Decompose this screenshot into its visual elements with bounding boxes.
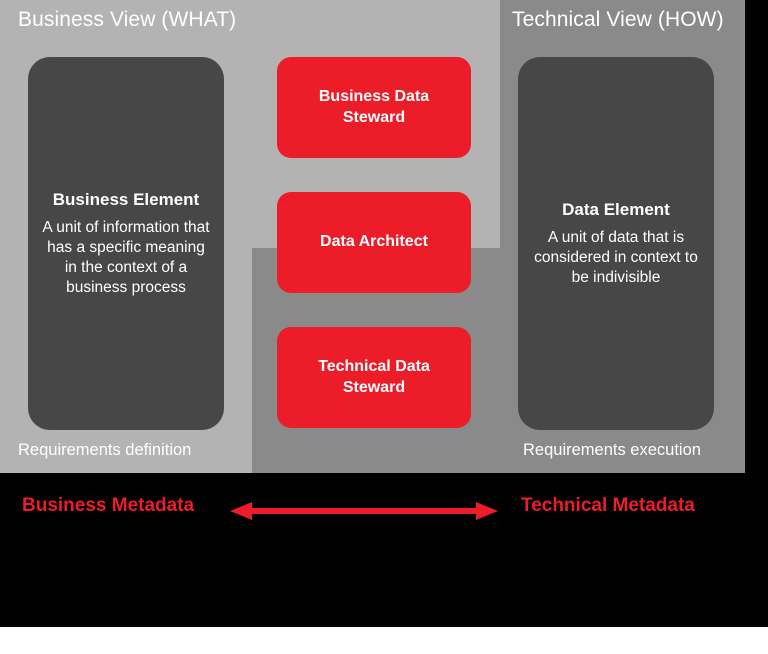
data-element-description: A unit of data that is considered in con…	[534, 228, 698, 286]
business-element-description: A unit of information that has a specifi…	[42, 219, 210, 296]
business-metadata-label: Business Metadata	[22, 495, 195, 516]
double-headed-arrow-icon	[230, 502, 498, 520]
role-card-data-architect: Data Architect	[277, 192, 471, 293]
bottom-strip	[0, 627, 768, 654]
business-element-card: Business Element A unit of information t…	[28, 57, 224, 430]
role-card-business-data-steward: Business Data Steward	[277, 57, 471, 158]
data-element-title: Data Element	[562, 199, 670, 219]
technical-view-header: Technical View (HOW)	[512, 8, 724, 31]
data-element-card: Data Element A unit of data that is cons…	[518, 57, 714, 430]
requirements-definition-caption: Requirements definition	[18, 441, 192, 459]
technical-metadata-label: Technical Metadata	[521, 495, 695, 516]
metadata-bar: Business Metadata Technical Metadata	[0, 473, 768, 627]
business-element-title: Business Element	[52, 189, 200, 209]
business-view-header: Business View (WHAT)	[18, 8, 237, 31]
requirements-execution-caption: Requirements execution	[523, 441, 701, 459]
role-card-technical-data-steward: Technical Data Steward	[277, 327, 471, 428]
